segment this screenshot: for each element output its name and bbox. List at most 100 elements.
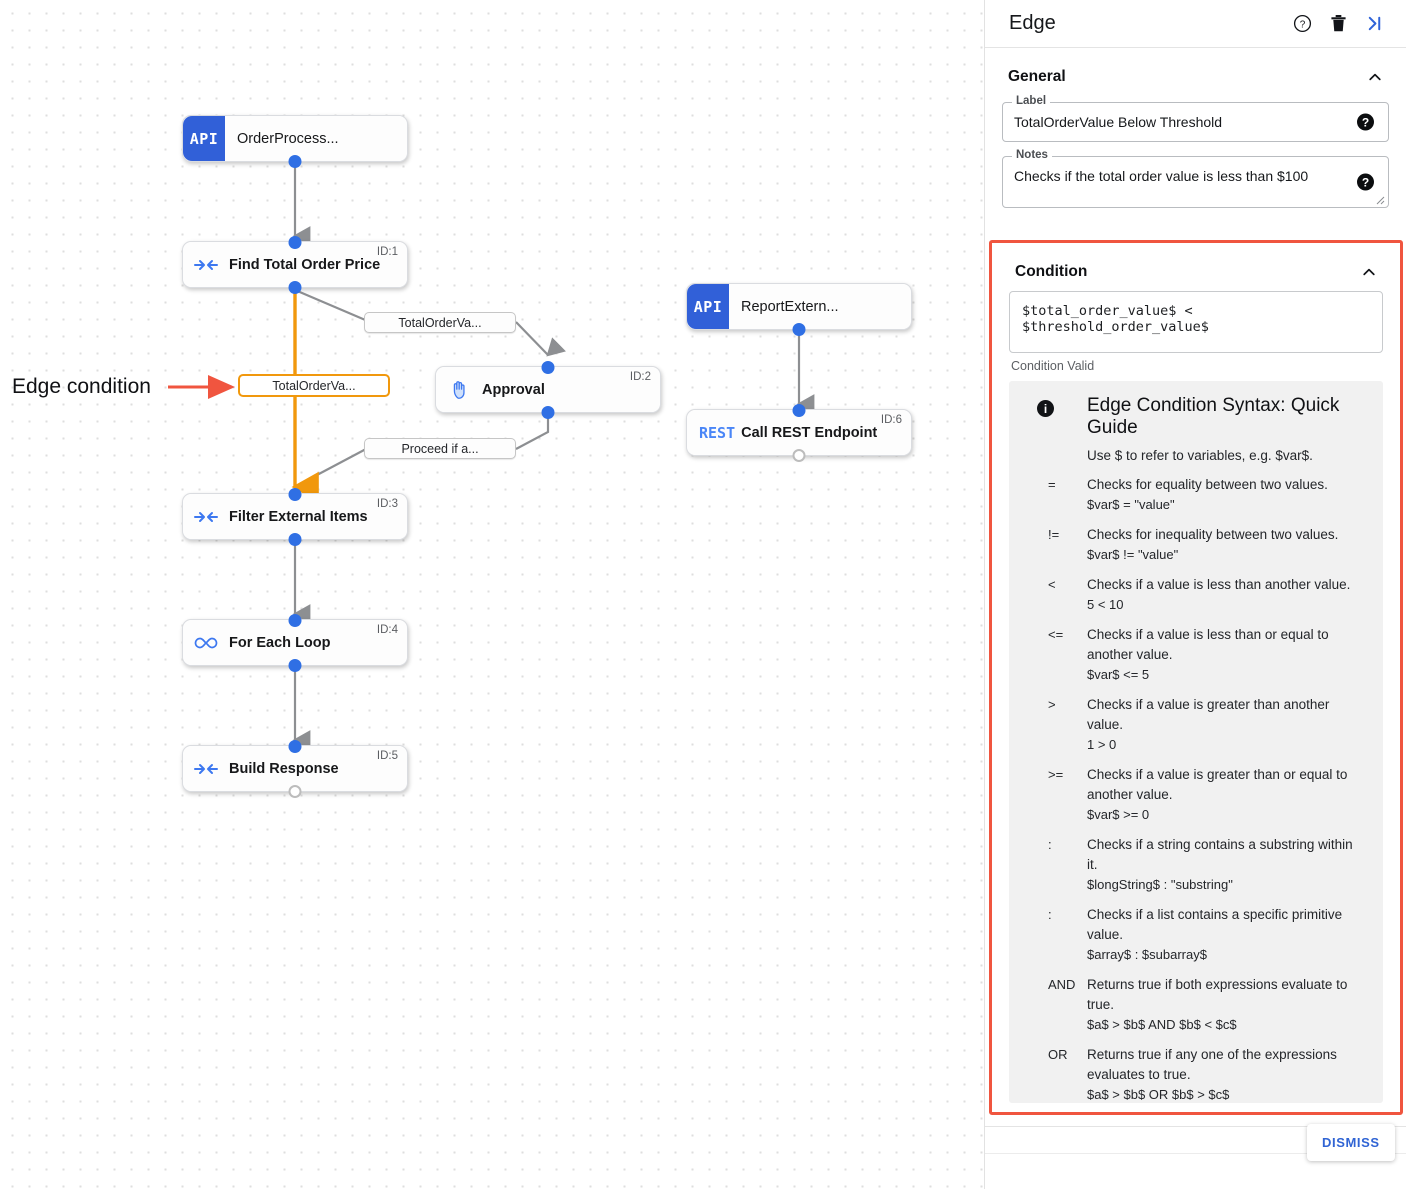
api-badge: API xyxy=(687,284,729,329)
condition-section-title: Condition xyxy=(1015,263,1088,280)
panel-header: Edge ? xyxy=(985,0,1406,48)
operator-row: < Checks if a value is less than another … xyxy=(1027,575,1365,615)
notes-field-value[interactable]: Checks if the total order value is less … xyxy=(1014,168,1309,184)
canvas-connections xyxy=(168,163,815,750)
operator-description-block: Checks if a value is less than another v… xyxy=(1087,575,1350,615)
collapse-panel-icon[interactable] xyxy=(1365,14,1384,33)
operator-list: =Checks for equality between two values.… xyxy=(1027,475,1365,1103)
node-filter-external-items[interactable]: Filter External Items ID:3 xyxy=(182,487,408,546)
operator-description: Checks for equality between two values. xyxy=(1087,477,1328,492)
help-circle-icon[interactable]: ? xyxy=(1293,14,1312,33)
node-title: OrderProcess... xyxy=(237,130,339,147)
svg-text:?: ? xyxy=(1300,20,1306,31)
operator-row: <=Checks if a value is less than or equa… xyxy=(1027,625,1365,685)
node-port-in[interactable] xyxy=(288,235,302,249)
footer-divider xyxy=(985,1126,1406,1127)
node-title: Build Response xyxy=(229,760,339,777)
node-build-response[interactable]: Build Response ID:5 xyxy=(182,739,408,798)
node-port-in[interactable] xyxy=(288,613,302,627)
operator-description: Returns true if any one of the expressio… xyxy=(1087,1047,1337,1082)
node-title: ReportExtern... xyxy=(741,298,839,315)
edge-label-selected-totalordervalue[interactable]: TotalOrderVa... xyxy=(238,374,390,397)
chevron-up-icon[interactable] xyxy=(1361,264,1377,280)
footer-divider-2 xyxy=(985,1153,1406,1154)
workflow-canvas[interactable]: Edge condition API OrderProcess... Find … xyxy=(0,0,984,1189)
node-orderprocess[interactable]: API OrderProcess... xyxy=(182,115,408,168)
operator-description-block: Checks if a value is greater than anothe… xyxy=(1087,695,1365,755)
operator-description: Returns true if both expressions evaluat… xyxy=(1087,977,1348,1012)
operator-symbol: : xyxy=(1048,837,1052,852)
operator-symbol: <= xyxy=(1048,627,1064,642)
node-id-label: ID:4 xyxy=(376,624,398,636)
guide-subtitle: Use $ to refer to variables, e.g. $var$. xyxy=(1087,448,1313,463)
edge-label-totalordervalue-approval[interactable]: TotalOrderVa... xyxy=(364,312,516,333)
dismiss-button[interactable]: DISMISS xyxy=(1307,1124,1395,1161)
node-for-each-loop[interactable]: For Each Loop ID:4 xyxy=(182,613,408,672)
node-port-out[interactable] xyxy=(288,154,302,168)
operator-example: 5 < 10 xyxy=(1087,597,1124,612)
trash-icon[interactable] xyxy=(1330,14,1347,33)
condition-syntax-guide: i Edge Condition Syntax: Quick Guide Use… xyxy=(1009,381,1383,1103)
node-reportexternal[interactable]: API ReportExtern... xyxy=(686,283,912,336)
general-section-header[interactable]: General xyxy=(1002,48,1389,96)
node-id-label: ID:1 xyxy=(376,246,398,258)
node-port-out[interactable] xyxy=(541,405,555,419)
merge-arrows-icon xyxy=(183,761,229,777)
operator-description-block: Checks if a string contains a substring … xyxy=(1087,835,1365,895)
operator-description: Checks if a value is greater than anothe… xyxy=(1087,697,1330,732)
node-port-out[interactable] xyxy=(792,322,806,336)
label-help-icon[interactable]: ? xyxy=(1357,113,1374,131)
notes-help-icon[interactable]: ? xyxy=(1357,173,1374,191)
general-section-title: General xyxy=(1008,68,1066,85)
chevron-up-icon[interactable] xyxy=(1367,69,1383,85)
operator-symbol: < xyxy=(1048,577,1056,592)
node-approval[interactable]: Approval ID:2 xyxy=(435,360,661,419)
operator-description: Checks if a list contains a specific pri… xyxy=(1087,907,1343,942)
node-title: Find Total Order Price xyxy=(229,256,381,273)
operator-symbol: != xyxy=(1048,527,1060,542)
operator-example: $longString$ : "substring" xyxy=(1087,877,1233,892)
node-call-rest-endpoint[interactable]: REST Call REST Endpoint ID:6 xyxy=(686,403,912,462)
api-badge: API xyxy=(183,116,225,161)
node-port-out[interactable] xyxy=(288,658,302,672)
node-port-out[interactable] xyxy=(288,784,302,798)
node-title: Filter External Items xyxy=(229,508,368,525)
node-find-total-order-price[interactable]: Find Total Order Price ID:1 xyxy=(182,235,408,294)
notes-field[interactable]: Notes Checks if the total order value is… xyxy=(1002,149,1389,208)
node-port-in[interactable] xyxy=(792,403,806,417)
info-icon: i xyxy=(1037,400,1054,417)
operator-row: =Checks for equality between two values.… xyxy=(1027,475,1365,515)
node-title: Call REST Endpoint xyxy=(741,424,878,441)
operator-description-block: Checks for inequality between two values… xyxy=(1087,525,1338,565)
operator-description: Checks if a value is greater than or equ… xyxy=(1087,767,1348,802)
guide-title: Edge Condition Syntax: Quick Guide xyxy=(1087,395,1340,438)
rest-tag: REST xyxy=(699,423,736,442)
node-port-in[interactable] xyxy=(288,487,302,501)
condition-section-highlight: Condition $total_order_value$ < $thresho… xyxy=(989,240,1403,1115)
edge-label-proceed-if-approved[interactable]: Proceed if a... xyxy=(364,438,516,459)
operator-row: AND Returns true if both expressions eval… xyxy=(1027,975,1365,1035)
condition-section-header[interactable]: Condition xyxy=(1009,243,1383,291)
label-field[interactable]: Label TotalOrderValue Below Threshold ? xyxy=(1002,95,1389,142)
operator-description-block: Returns true if both expressions evaluat… xyxy=(1087,975,1365,1035)
node-title: For Each Loop xyxy=(229,634,331,651)
operator-example: $var$ != "value" xyxy=(1087,547,1179,562)
operator-symbol: : xyxy=(1048,907,1052,922)
operator-row: >Checks if a value is greater than anoth… xyxy=(1027,695,1365,755)
operator-example: $a$ > $b$ OR $b$ > $c$ xyxy=(1087,1087,1230,1102)
operator-row: : Checks if a list contains a specific pr… xyxy=(1027,905,1365,965)
node-port-in[interactable] xyxy=(288,739,302,753)
node-port-out[interactable] xyxy=(792,448,806,462)
operator-row: != Checks for inequality between two valu… xyxy=(1027,525,1365,565)
node-port-in[interactable] xyxy=(541,360,555,374)
operator-example: $a$ > $b$ AND $b$ < $c$ xyxy=(1087,1017,1237,1032)
operator-symbol: AND xyxy=(1048,977,1076,992)
hand-icon xyxy=(436,379,482,401)
node-port-out[interactable] xyxy=(288,532,302,546)
label-field-value[interactable]: TotalOrderValue Below Threshold xyxy=(1014,114,1223,130)
edge-properties-panel: Edge ? xyxy=(984,0,1406,1189)
node-port-out[interactable] xyxy=(288,280,302,294)
condition-expression-input[interactable]: $total_order_value$ < $threshold_order_v… xyxy=(1009,291,1383,353)
textarea-resize-grip[interactable] xyxy=(1375,195,1385,205)
